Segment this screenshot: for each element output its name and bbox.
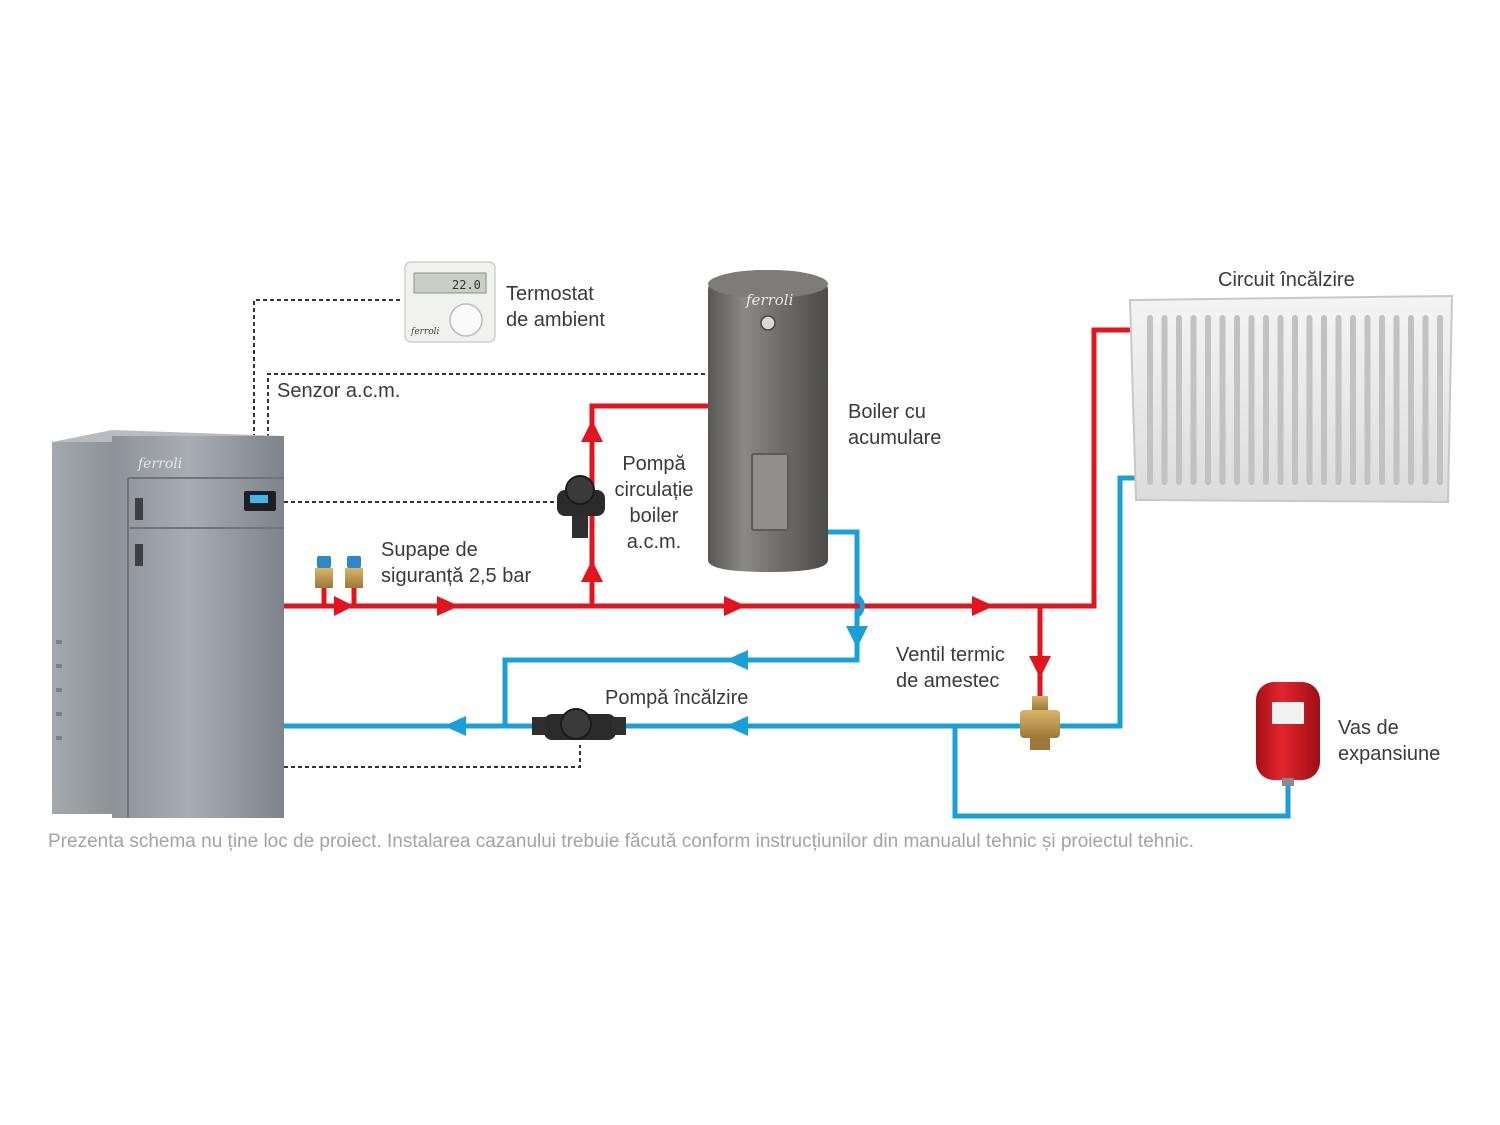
expansion-vessel	[1256, 682, 1320, 786]
supply-arrow	[972, 596, 994, 616]
thermostat-dial	[449, 303, 483, 337]
thermostat-label: Termostat de ambient	[506, 281, 605, 333]
thermostat-wire	[253, 299, 403, 438]
pump-flange	[532, 717, 546, 735]
supply-arrow	[581, 420, 603, 442]
heating-pump-wire	[284, 745, 581, 768]
return-arrow	[726, 716, 748, 736]
pump-motor	[565, 475, 595, 505]
main-supply-pipe	[284, 327, 1136, 609]
vent	[56, 640, 62, 644]
safety-valves-label-line: Supape de	[381, 539, 478, 561]
supply-flow-arrows	[334, 420, 1051, 678]
safety-valves-label: Supape de siguranță 2,5 bar	[381, 537, 531, 589]
expansion-vessel-label: Vas de expansiune	[1338, 715, 1440, 767]
main-boiler: ferroli	[52, 430, 284, 818]
return-pipes	[284, 475, 1291, 819]
pump-flange	[612, 717, 626, 735]
dhw-pump-label: Pompă circulație boiler a.c.m.	[604, 451, 704, 555]
dhw-pump-label-line: circulație	[614, 479, 694, 501]
valve-stem	[1032, 696, 1048, 710]
boiler-side-vents	[56, 640, 62, 740]
supply-arrow	[724, 596, 746, 616]
tank-brand-logo: ferroli	[745, 291, 794, 309]
control-wiring	[253, 299, 710, 768]
vessel-connector	[1282, 778, 1294, 786]
heating-pump-label: Pompă încălzire	[605, 687, 749, 709]
tank-body	[708, 270, 828, 572]
tank-supply-pipe	[589, 403, 710, 606]
dhw-pump-label-line: Pompă	[622, 453, 686, 475]
supply-arrow	[334, 596, 354, 616]
boiler-display-screen	[250, 495, 268, 503]
radiator-fins	[1147, 315, 1443, 485]
dhw-sensor-wire	[267, 373, 710, 438]
boiler-tank-label-line: Boiler cu	[848, 401, 926, 423]
boiler-brand-logo: ferroli	[137, 456, 182, 472]
supply-arrow	[1029, 656, 1051, 678]
valve-body	[1020, 710, 1060, 738]
radiator	[1128, 294, 1454, 504]
dhw-circulation-pump	[557, 475, 605, 538]
vessel-body	[1256, 682, 1320, 780]
vent	[56, 664, 62, 668]
mixing-valve-label-line: Ventil termic	[896, 644, 1005, 666]
thermostat-label-line: de ambient	[506, 309, 605, 331]
boiler-handle	[135, 544, 143, 566]
valve-cap	[347, 556, 361, 568]
thermostat-brand-logo: ferroli	[410, 327, 440, 337]
valve-outlet	[1030, 738, 1050, 750]
expansion-vessel-label-line: expansiune	[1338, 743, 1441, 765]
safety-valves-label-line: siguranță 2,5 bar	[381, 565, 532, 587]
return-arrow	[846, 626, 868, 648]
pump-motor	[560, 708, 592, 740]
dhw-pump-label-line: boiler	[629, 505, 679, 527]
return-arrow	[726, 650, 748, 670]
boiler-side	[52, 442, 114, 814]
heating-circuit-label: Circuit încălzire	[1218, 269, 1355, 291]
radiator-return-pipe	[1058, 475, 1136, 729]
supply-pipes	[284, 327, 1136, 700]
dhw-sensor-label: Senzor a.c.m.	[277, 380, 401, 402]
mixing-valve-label-line: de amestec	[896, 670, 1000, 692]
vent	[56, 712, 62, 716]
valve-body	[315, 568, 333, 588]
heating-pump	[532, 708, 626, 740]
thermostat-label-line: Termostat	[506, 283, 594, 305]
boiler-handle	[135, 498, 143, 520]
mixing-valve-label: Ventil termic de amestec	[896, 642, 1005, 694]
expansion-pipe	[952, 726, 1291, 819]
storage-tank: ferroli	[708, 270, 828, 572]
pump-flange	[572, 516, 588, 538]
pipe-crossing	[855, 594, 865, 618]
return-flow-arrows	[444, 626, 868, 736]
vessel-label	[1272, 702, 1304, 724]
thermostat-screen	[413, 272, 487, 294]
boiler-tank-label: Boiler cu acumulare	[848, 399, 941, 451]
vent	[56, 688, 62, 692]
expansion-vessel-label-line: Vas de	[1338, 717, 1399, 739]
thermostatic-mixing-valve	[1020, 696, 1060, 750]
disclaimer-note: Prezenta schema nu ține loc de proiect. …	[48, 831, 1194, 852]
boiler-tank-label-line: acumulare	[848, 427, 942, 449]
tank-thermometer	[760, 315, 776, 331]
valve-cap	[317, 556, 331, 568]
room-thermostat: 22.0 ferroli	[404, 261, 496, 343]
supply-arrow	[581, 560, 603, 582]
return-arrow	[444, 716, 466, 736]
supply-arrow	[437, 596, 459, 616]
thermostat-display-value: 22.0	[452, 278, 481, 292]
safety-valve	[315, 556, 333, 588]
dhw-pump-label-line: a.c.m.	[626, 531, 682, 553]
tank-return-pipe	[502, 529, 860, 726]
valve-body	[345, 568, 363, 588]
vent	[56, 736, 62, 740]
safety-valve	[345, 556, 363, 588]
tank-access-panel	[751, 453, 789, 531]
tank-top	[708, 270, 828, 298]
safety-valves	[315, 556, 363, 588]
